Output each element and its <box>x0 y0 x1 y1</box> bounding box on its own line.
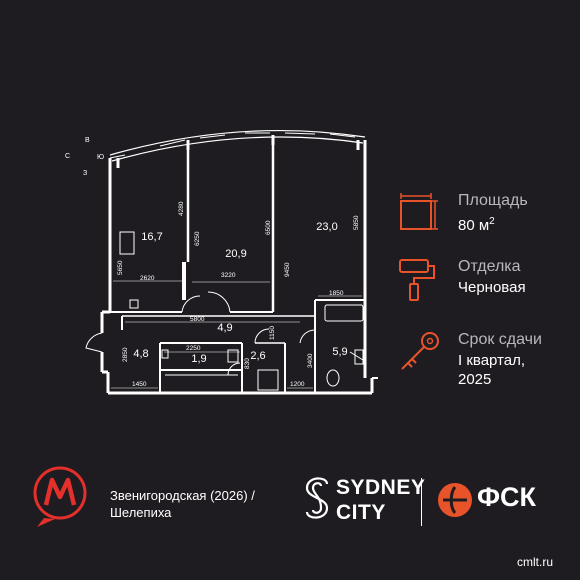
interior-walls <box>110 143 365 393</box>
deadline-label: Срок сдачи <box>458 331 542 348</box>
compass: В С З Ю <box>65 137 104 177</box>
finish-value: Черновая <box>458 279 526 296</box>
brand-name-line-2: CITY <box>336 501 386 524</box>
dim-5650: 5650 <box>117 260 124 275</box>
compass-west: С <box>65 153 70 160</box>
room-area-bath-1: 2,6 <box>250 350 265 362</box>
area-icon <box>400 193 438 230</box>
dim-2250: 2250 <box>186 345 201 352</box>
area-value: 80 м2 <box>458 212 495 235</box>
dim-4280: 4280 <box>178 201 185 216</box>
developer-name: ФСК <box>477 482 537 512</box>
room-area-2: 20,9 <box>225 248 246 260</box>
room-area-bath-2: 5,9 <box>332 346 347 358</box>
deadline-value: I квартал, 2025 <box>458 351 525 389</box>
dim-2850: 2850 <box>122 347 129 362</box>
dim-1150: 1150 <box>269 326 276 340</box>
sydney-city-logo-icon <box>305 477 329 519</box>
dim-5800: 5800 <box>190 316 205 323</box>
compass-north: В <box>85 137 90 144</box>
dim-830: 830 <box>244 358 251 369</box>
room-area-hall: 4,9 <box>217 322 232 334</box>
dimension-lines <box>111 280 362 389</box>
fsk-logo-icon <box>438 483 472 517</box>
logo-divider <box>421 478 422 526</box>
dim-1200: 1200 <box>290 381 305 388</box>
area-number: 80 м <box>458 217 490 234</box>
dim-5850: 5850 <box>353 215 360 230</box>
room-areas: 16,7 20,9 23,0 4,9 4,8 1,9 2,6 5,9 <box>133 221 347 365</box>
area-label: Площадь <box>458 192 528 209</box>
metro-line-1: Звенигородская (2026) / <box>110 488 255 503</box>
dim-6500: 6500 <box>265 220 272 235</box>
metro-line-2: Шелепиха <box>110 505 172 520</box>
key-icon <box>401 332 439 370</box>
watermark: cmlt.ru <box>517 555 553 569</box>
room-area-wc: 1,9 <box>191 353 206 365</box>
room-area-1: 16,7 <box>141 231 162 243</box>
compass-south: З <box>83 170 87 177</box>
dim-9450: 9450 <box>284 262 291 277</box>
room-area-3: 23,0 <box>316 221 337 233</box>
dim-1450: 1450 <box>132 381 147 388</box>
room-area-entrance: 4,8 <box>133 348 148 360</box>
compass-east: Ю <box>97 154 104 161</box>
area-unit-superscript: 2 <box>489 216 495 227</box>
brand-name-line-1: SYDNEY <box>336 476 426 499</box>
metro-logo-icon <box>33 466 87 527</box>
deadline-line-1: I квартал, <box>458 352 526 369</box>
dim-2620: 2620 <box>140 275 155 282</box>
dim-3400: 3400 <box>307 353 314 368</box>
finish-label: Отделка <box>458 258 521 275</box>
dimension-labels: 4280 6250 6500 5850 5650 2620 3220 9450 … <box>117 201 360 388</box>
metro-stations: Звенигородская (2026) / Шелепиха <box>110 487 255 521</box>
dim-1850: 1850 <box>329 290 344 297</box>
deadline-line-2: 2025 <box>458 371 492 388</box>
paint-roller-icon <box>399 259 435 301</box>
dim-6250: 6250 <box>194 231 201 246</box>
dim-3220: 3220 <box>221 272 236 279</box>
